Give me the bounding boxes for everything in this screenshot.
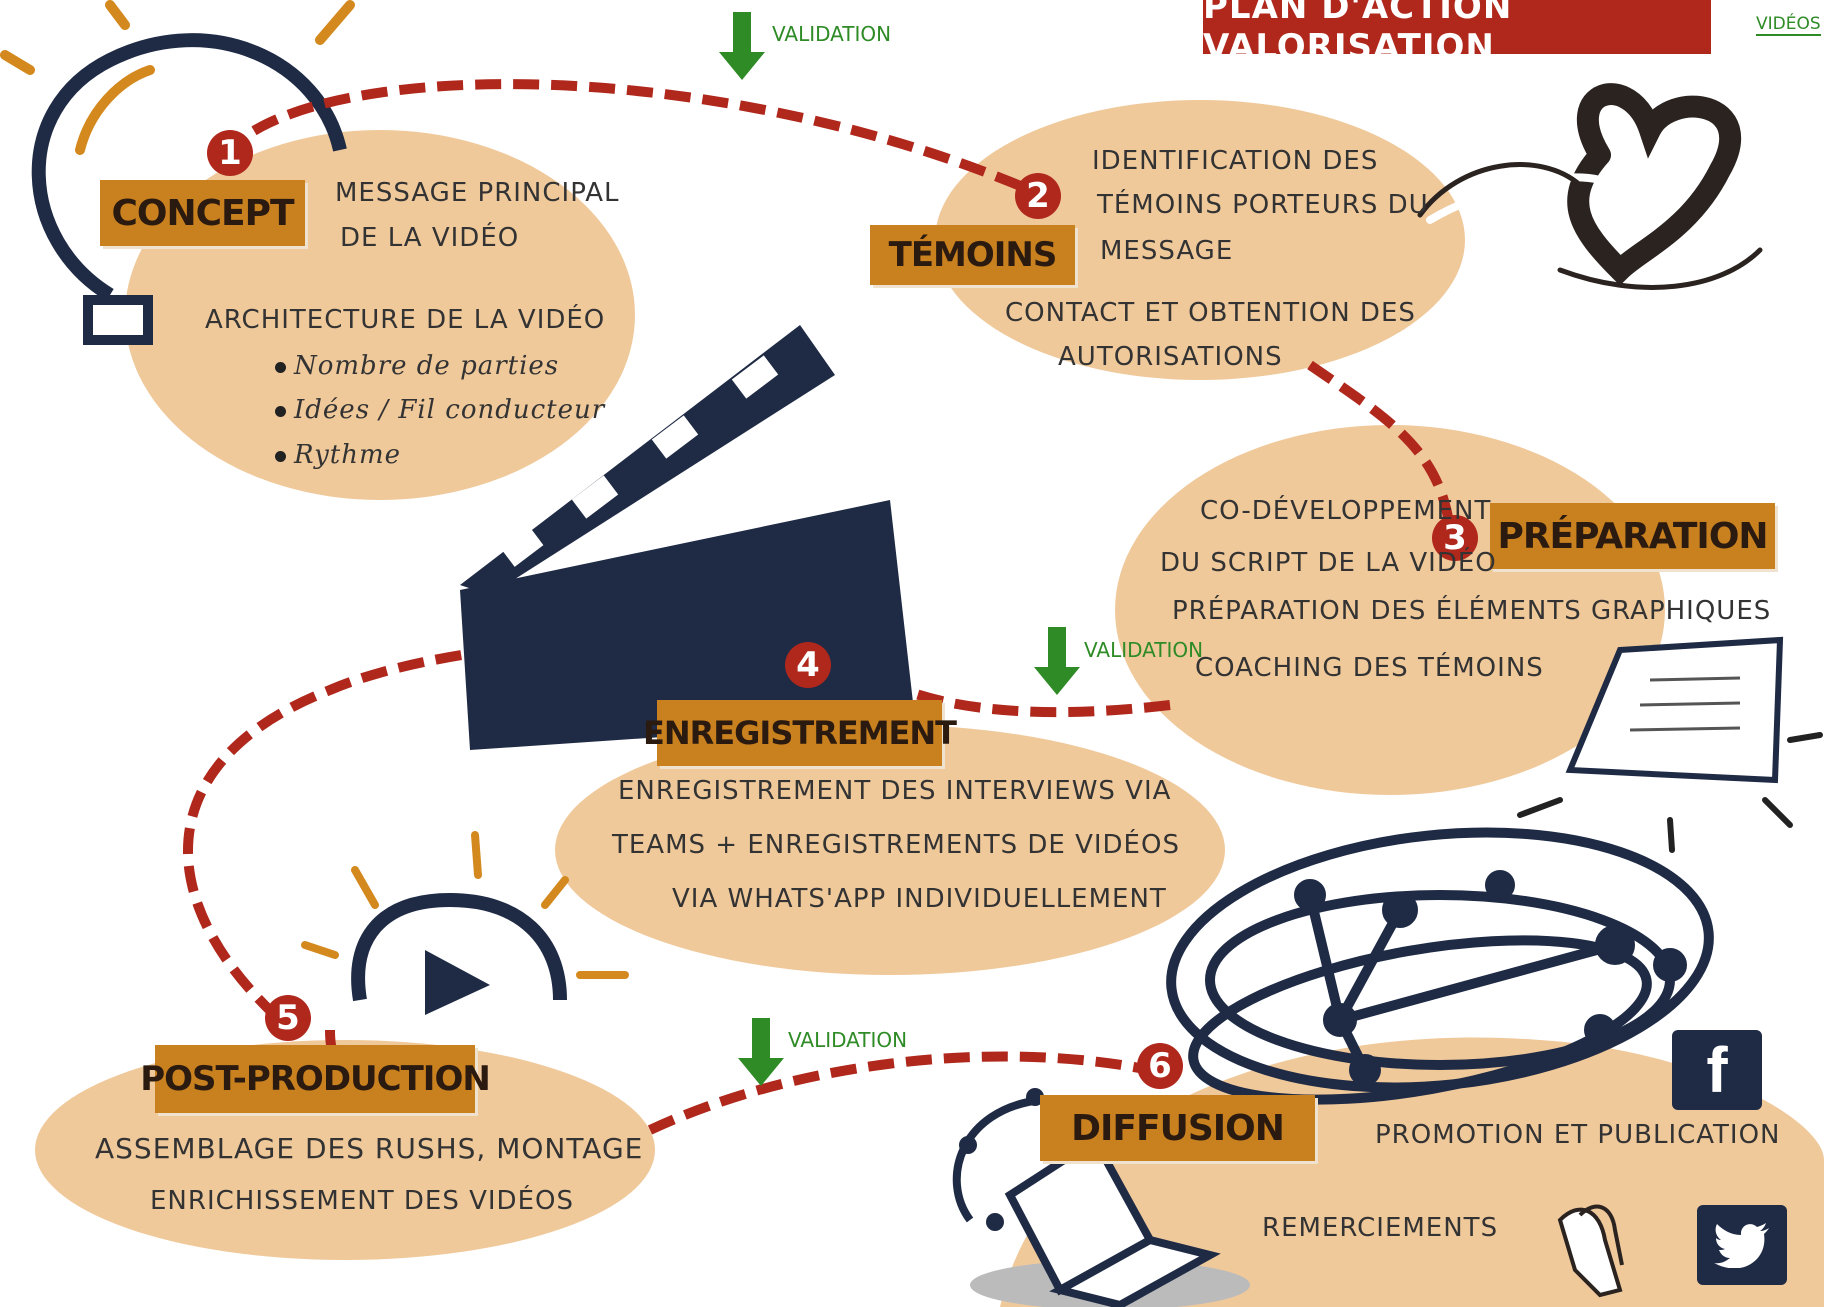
temoins-blob [935, 100, 1465, 380]
step-text: DU SCRIPT DE LA VIDÉO [1160, 548, 1497, 578]
bulb-shine [75, 65, 155, 155]
step-text: COACHING DES TÉMOINS [1195, 653, 1544, 683]
step-text: AUTORISATIONS [1058, 342, 1283, 372]
validation-arrow [738, 1018, 784, 1086]
validation-label: VALIDATION [772, 22, 892, 46]
corner-mark: VIDÉOS [1756, 14, 1821, 36]
step-text: PRÉPARATION DES ÉLÉMENTS GRAPHIQUES [1172, 596, 1772, 626]
step-text: CONTACT ET OBTENTION DES [1005, 298, 1416, 328]
lightbulb-icon [31, 33, 347, 345]
enregistrement-blob [555, 725, 1225, 975]
play-icon [301, 831, 629, 1015]
step-label: POST-PRODUCTION [140, 1045, 491, 1113]
step-text: ASSEMBLAGE DES RUSHS, MONTAGE [95, 1132, 644, 1165]
step-number-badge: 1 [207, 130, 253, 176]
bullet-item: Idées / Fil conducteur [275, 397, 605, 423]
step-text: CO-DÉVELOPPEMENT [1200, 496, 1492, 526]
clapperboard-icon [460, 325, 915, 750]
step-label: PRÉPARATION [1490, 503, 1775, 569]
step-number-badge: 4 [785, 642, 831, 688]
step-text: IDENTIFICATION DES [1092, 146, 1379, 176]
step-text: REMERCIEMENTS [1262, 1213, 1499, 1243]
heart-hands-icon [1417, 83, 1763, 290]
facebook-glyph: f [1706, 1034, 1728, 1106]
step-number-badge: 2 [1015, 173, 1061, 219]
twitter-bird-icon [1714, 1223, 1769, 1268]
step-label: TÉMOINS [870, 225, 1075, 285]
step-text: TEAMS + ENREGISTREMENTS DE VIDÉOS [612, 830, 1180, 860]
twitter-icon [1697, 1205, 1787, 1285]
laptop-icon [952, 1088, 1250, 1307]
step-text: ENRICHISSEMENT DES VIDÉOS [150, 1186, 574, 1216]
step-text: MESSAGE PRINCIPAL [335, 178, 620, 208]
validation-label: VALIDATION [1084, 638, 1204, 662]
step-label: DIFFUSION [1040, 1095, 1315, 1161]
light-ray [0, 50, 35, 75]
step-label: CONCEPT [100, 180, 305, 246]
bullet-item: Nombre de parties [275, 353, 559, 379]
step-number-badge: 3 [1432, 515, 1478, 561]
step-text: VIA WHATS'APP INDIVIDUELLEMENT [672, 884, 1167, 914]
facebook-icon: f [1672, 1030, 1762, 1110]
step-label: ENREGISTREMENT [643, 700, 957, 766]
step-text: MESSAGE [1100, 236, 1234, 266]
validation-arrow [1034, 627, 1080, 695]
step-number-badge: 5 [265, 995, 311, 1041]
clapping-hands-icon [1557, 1204, 1624, 1298]
validation-arrow [719, 12, 765, 80]
step-text: PROMOTION ET PUBLICATION [1375, 1120, 1781, 1150]
page-title: PLAN D'ACTION VALORISATION [1203, 0, 1711, 67]
notepad-icon [1517, 636, 1823, 853]
light-ray [315, 0, 355, 45]
network-globe-icon [1166, 827, 1714, 1105]
step-text: ENREGISTREMENT DES INTERVIEWS VIA [618, 776, 1172, 806]
bullet-item: Rythme [275, 442, 401, 468]
step-text: TÉMOINS PORTEURS DU [1097, 190, 1429, 220]
step-text: ARCHITECTURE DE LA VIDÉO [205, 305, 606, 335]
light-ray [105, 0, 130, 30]
step-number-badge: 6 [1137, 1043, 1183, 1089]
validation-label: VALIDATION [788, 1028, 908, 1052]
step-text: DE LA VIDÉO [340, 223, 520, 253]
